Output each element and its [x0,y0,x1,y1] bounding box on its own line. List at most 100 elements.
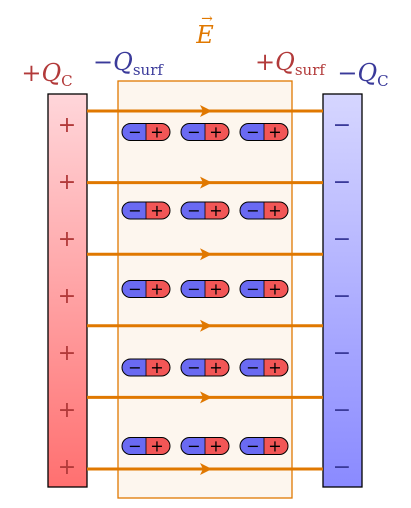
left-plate-symbol: Q [41,59,61,87]
field-lines [87,105,323,475]
positive-plate-charge: + [58,455,76,480]
dipole-plus-sign: + [150,123,163,142]
dipole-negative-end [181,359,205,376]
dipole-plus-sign: + [150,280,163,299]
left-surface-symbol: Q [113,48,133,76]
left-surface-charge-label: −Qsurf [93,48,164,79]
dipole-plus-sign: + [150,201,163,220]
dipole-minus-sign: − [187,437,200,456]
dipole: −+ [121,123,171,142]
dipole-plus-sign: + [209,358,222,377]
dipole: −+ [180,280,230,299]
field-arrowhead [200,248,212,261]
negative-plate-charge: − [333,455,351,480]
dipole: −+ [121,280,171,299]
negative-plate-charge: − [333,227,351,252]
dipole: −+ [180,201,230,220]
dipole-minus-sign: − [128,358,141,377]
dipole: −+ [121,358,171,377]
dipole-positive-end [146,359,170,376]
left-plate-subscript: C [61,72,72,90]
dipole-minus-sign: − [246,358,259,377]
dipole: −+ [121,201,171,220]
negative-plate-charge: − [333,170,351,195]
field-label: E [195,21,214,49]
right-plate-subscript: C [377,72,388,90]
negative-plate-charge: − [333,341,351,366]
dipole-negative-end [122,202,146,219]
dipole-positive-end [205,437,229,455]
dipole-plus-sign: + [268,437,281,456]
field-arrowhead [200,319,212,332]
dipole-positive-end [264,202,288,219]
dipole: −+ [239,437,289,456]
dipole-plus-sign: + [209,437,222,456]
dipole-minus-sign: − [246,437,259,456]
dipole-positive-end [146,123,170,141]
positive-plate-charge: + [58,113,76,138]
dipole-positive-end [264,123,288,141]
dipole-plus-sign: + [209,280,222,299]
dipole: −+ [180,123,230,142]
dipole: −+ [239,123,289,142]
dipole-positive-end [205,202,229,219]
dipole-negative-end [181,437,205,455]
dipole-negative-end [240,280,264,298]
negative-plate-charge: − [333,398,351,423]
dipole-negative-end [240,437,264,455]
dipole-minus-sign: − [246,280,259,299]
left-plate-charges: +++++++ [58,113,76,480]
dipole-plus-sign: + [268,358,281,377]
field-vector-arrow: → [201,11,213,27]
dipole-positive-end [264,280,288,298]
dipole-minus-sign: − [128,201,141,220]
dipole-plus-sign: + [150,437,163,456]
negative-plate-charge: − [333,284,351,309]
dipole-minus-sign: − [187,358,200,377]
right-plate-charges: −−−−−−− [333,113,351,480]
field-arrowhead [200,176,212,189]
dipole-positive-end [205,123,229,141]
dipole: −+ [239,358,289,377]
dipole-negative-end [181,280,205,298]
positive-plate-charge: + [58,227,76,252]
dipole-minus-sign: − [187,280,200,299]
field-arrowhead [200,391,212,404]
right-surface-sign: + [255,48,275,76]
dipole-negative-end [181,123,205,141]
dipole-positive-end [205,280,229,298]
left-surface-subscript: surf [133,61,165,79]
dipole-positive-end [146,280,170,298]
dipole-plus-sign: + [209,201,222,220]
dipole-negative-end [240,359,264,376]
dipole-minus-sign: − [187,201,200,220]
left-plate-charge-label: +QC [21,59,72,90]
dipole: −+ [121,437,171,456]
dipole-positive-end [146,202,170,219]
positive-plate-charge: + [58,170,76,195]
right-plate-symbol: Q [357,59,377,87]
right-plate-sign: − [337,59,357,87]
dipole: −+ [239,201,289,220]
dipole-minus-sign: − [128,437,141,456]
right-plate [322,93,363,488]
right-surface-charge-label: +Qsurf [255,48,326,79]
dipole: −+ [239,280,289,299]
left-plate-sign: + [21,59,41,87]
dipole-positive-end [146,437,170,455]
dipole-positive-end [205,359,229,376]
field-arrowhead [200,105,212,117]
field-arrowhead [200,463,212,475]
dipole-negative-end [122,437,146,455]
positive-plate-charge: + [58,398,76,423]
dipole-plus-sign: + [268,201,281,220]
right-plate-charge-label: −QC [337,59,388,90]
dipole-negative-end [122,123,146,141]
dipoles: −+−+−+−+−+−+−+−+−+−+−+−+−+−+−+ [121,123,289,456]
dipole-plus-sign: + [209,123,222,142]
dipole-negative-end [240,123,264,141]
dipole-plus-sign: + [268,123,281,142]
dipole-minus-sign: − [128,123,141,142]
right-surface-symbol: Q [275,48,295,76]
